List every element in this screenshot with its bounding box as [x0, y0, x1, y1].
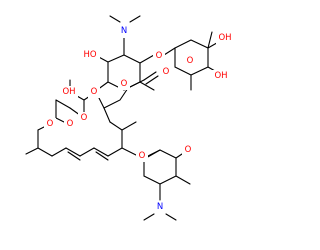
- atom-label-oh-left: OH: [62, 87, 75, 97]
- atom-label-ho: HO: [83, 50, 96, 60]
- atom-label-o-ester-ring: O: [47, 119, 54, 129]
- atom-label-o-glycosidic: O: [156, 51, 163, 61]
- chemical-structure: N HO O O OH OH O O OH O O O O O O N: [25, 15, 234, 221]
- atom-label-oh-right-lower: OH: [214, 71, 227, 81]
- atom-label-o-ester-carbonyl: O: [67, 119, 74, 129]
- atom-label-o-glycosidic-bottom: O: [139, 151, 146, 161]
- atom-label-o-methoxy: O: [81, 113, 88, 123]
- atom-label-n-top: N: [121, 26, 127, 36]
- atom-label-o-aldehyde: O: [163, 67, 170, 77]
- atom-label-o-link: O: [91, 87, 98, 97]
- atom-label-o-ring-top: O: [121, 79, 128, 89]
- atom-label-n-bottom: N: [157, 202, 163, 212]
- atom-labels: N HO O O OH OH O O OH O O O O O O N: [44, 26, 234, 213]
- atom-label-o-ring-right: O: [187, 56, 194, 66]
- atom-label-oh-right: OH: [218, 33, 231, 43]
- atom-label-o-ring-bottom: O: [185, 145, 192, 155]
